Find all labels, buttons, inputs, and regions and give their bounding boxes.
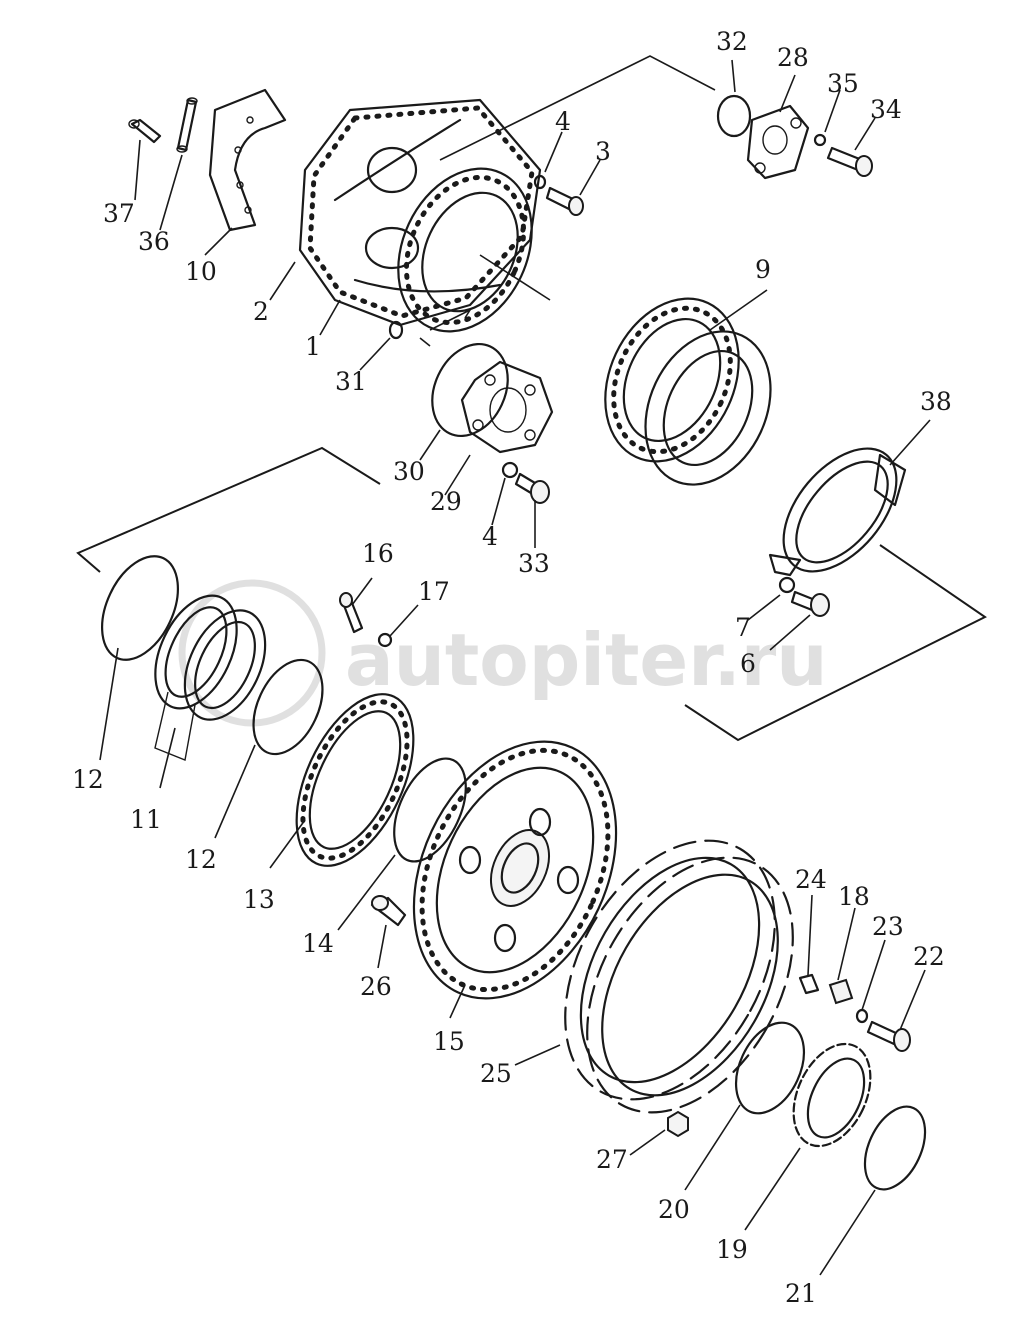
callout-7: 7 (735, 613, 751, 642)
callout-9: 9 (755, 255, 771, 284)
part-23-washer (855, 1008, 869, 1024)
watermark: autopiter.ru (178, 579, 828, 727)
callout-26: 26 (360, 972, 392, 1001)
part-3-bolt (545, 186, 584, 216)
part-31-plug (388, 320, 404, 340)
callout-28: 28 (777, 43, 809, 72)
callout-12-a: 12 (72, 765, 104, 794)
callout-25: 25 (480, 1059, 512, 1088)
part-38-guard (768, 447, 907, 577)
part-6-bolt (790, 590, 830, 617)
part-34-bolt (826, 146, 873, 177)
part-18-lock (828, 978, 854, 1005)
part-26-plug (370, 895, 407, 927)
part-4-washer-mid (501, 461, 519, 479)
part-30-o-ring (431, 342, 509, 438)
callout-21: 21 (785, 1279, 817, 1308)
callout-30: 30 (393, 457, 425, 486)
callout-14: 14 (302, 929, 334, 958)
callout-35: 35 (827, 69, 859, 98)
callout-12-b: 12 (185, 845, 217, 874)
part-11-seal-pair (154, 594, 267, 761)
callout-18: 18 (838, 882, 870, 911)
part-21-o-ring (863, 1105, 927, 1191)
part-7-washer (778, 576, 796, 594)
part-19-nut-ring (792, 1042, 872, 1148)
part-13-seal-ring (295, 693, 415, 867)
part-16-bolt (339, 592, 364, 634)
part-12-o-ring-a (101, 555, 179, 661)
callout-2: 2 (253, 297, 269, 326)
part-35-washer (813, 133, 827, 147)
callout-13: 13 (243, 885, 275, 914)
callout-22: 22 (913, 942, 945, 971)
part-24-pin (798, 973, 820, 995)
part-37-bolt (128, 118, 162, 144)
part-22-bolt (866, 1020, 911, 1052)
callout-20: 20 (658, 1195, 690, 1224)
callout-10: 10 (185, 257, 217, 286)
watermark-logo-icon (178, 579, 326, 727)
part-20-o-ring (734, 1021, 806, 1115)
callout-38: 38 (920, 387, 952, 416)
callout-4-top: 4 (555, 107, 571, 136)
part-12-o-ring-b (252, 658, 324, 756)
callout-32: 32 (716, 27, 748, 56)
callout-34: 34 (870, 95, 902, 124)
callout-11: 11 (130, 805, 162, 834)
part-33-bolt (514, 472, 550, 504)
callout-3: 3 (595, 137, 611, 166)
part-4-washer-top (533, 174, 547, 190)
part-36-pin (176, 97, 198, 153)
callout-15: 15 (433, 1027, 465, 1056)
callout-4-mid: 4 (482, 522, 498, 551)
callout-17: 17 (418, 577, 450, 606)
callout-6: 6 (740, 649, 756, 678)
callout-37: 37 (103, 199, 135, 228)
callout-16: 16 (362, 539, 394, 568)
callout-31: 31 (335, 367, 367, 396)
part-14-o-ring (393, 757, 467, 863)
part-10-cover (208, 88, 287, 232)
part-32-o-ring (716, 94, 752, 138)
final-drive-housing (298, 98, 542, 333)
callout-1: 1 (305, 332, 321, 361)
callout-19: 19 (716, 1235, 748, 1264)
callout-29: 29 (430, 487, 462, 516)
part-17-washer (377, 632, 393, 648)
callout-27: 27 (596, 1145, 628, 1174)
watermark-text: autopiter.ru (345, 618, 828, 702)
part-28-flange (746, 104, 810, 180)
callout-labels: 32 28 35 34 4 3 37 36 10 2 1 31 9 38 30 … (72, 27, 952, 1308)
callout-23: 23 (872, 912, 904, 941)
part-25-sprocket (564, 839, 794, 1114)
leader-lines (134, 59, 931, 1276)
part-27-nut (667, 1110, 689, 1138)
part-15-hub (412, 740, 618, 1000)
part-29-cage (460, 360, 554, 454)
callout-36: 36 (138, 227, 170, 256)
callout-24: 24 (795, 865, 827, 894)
callout-33: 33 (518, 549, 550, 578)
part-9-seal (604, 297, 772, 486)
